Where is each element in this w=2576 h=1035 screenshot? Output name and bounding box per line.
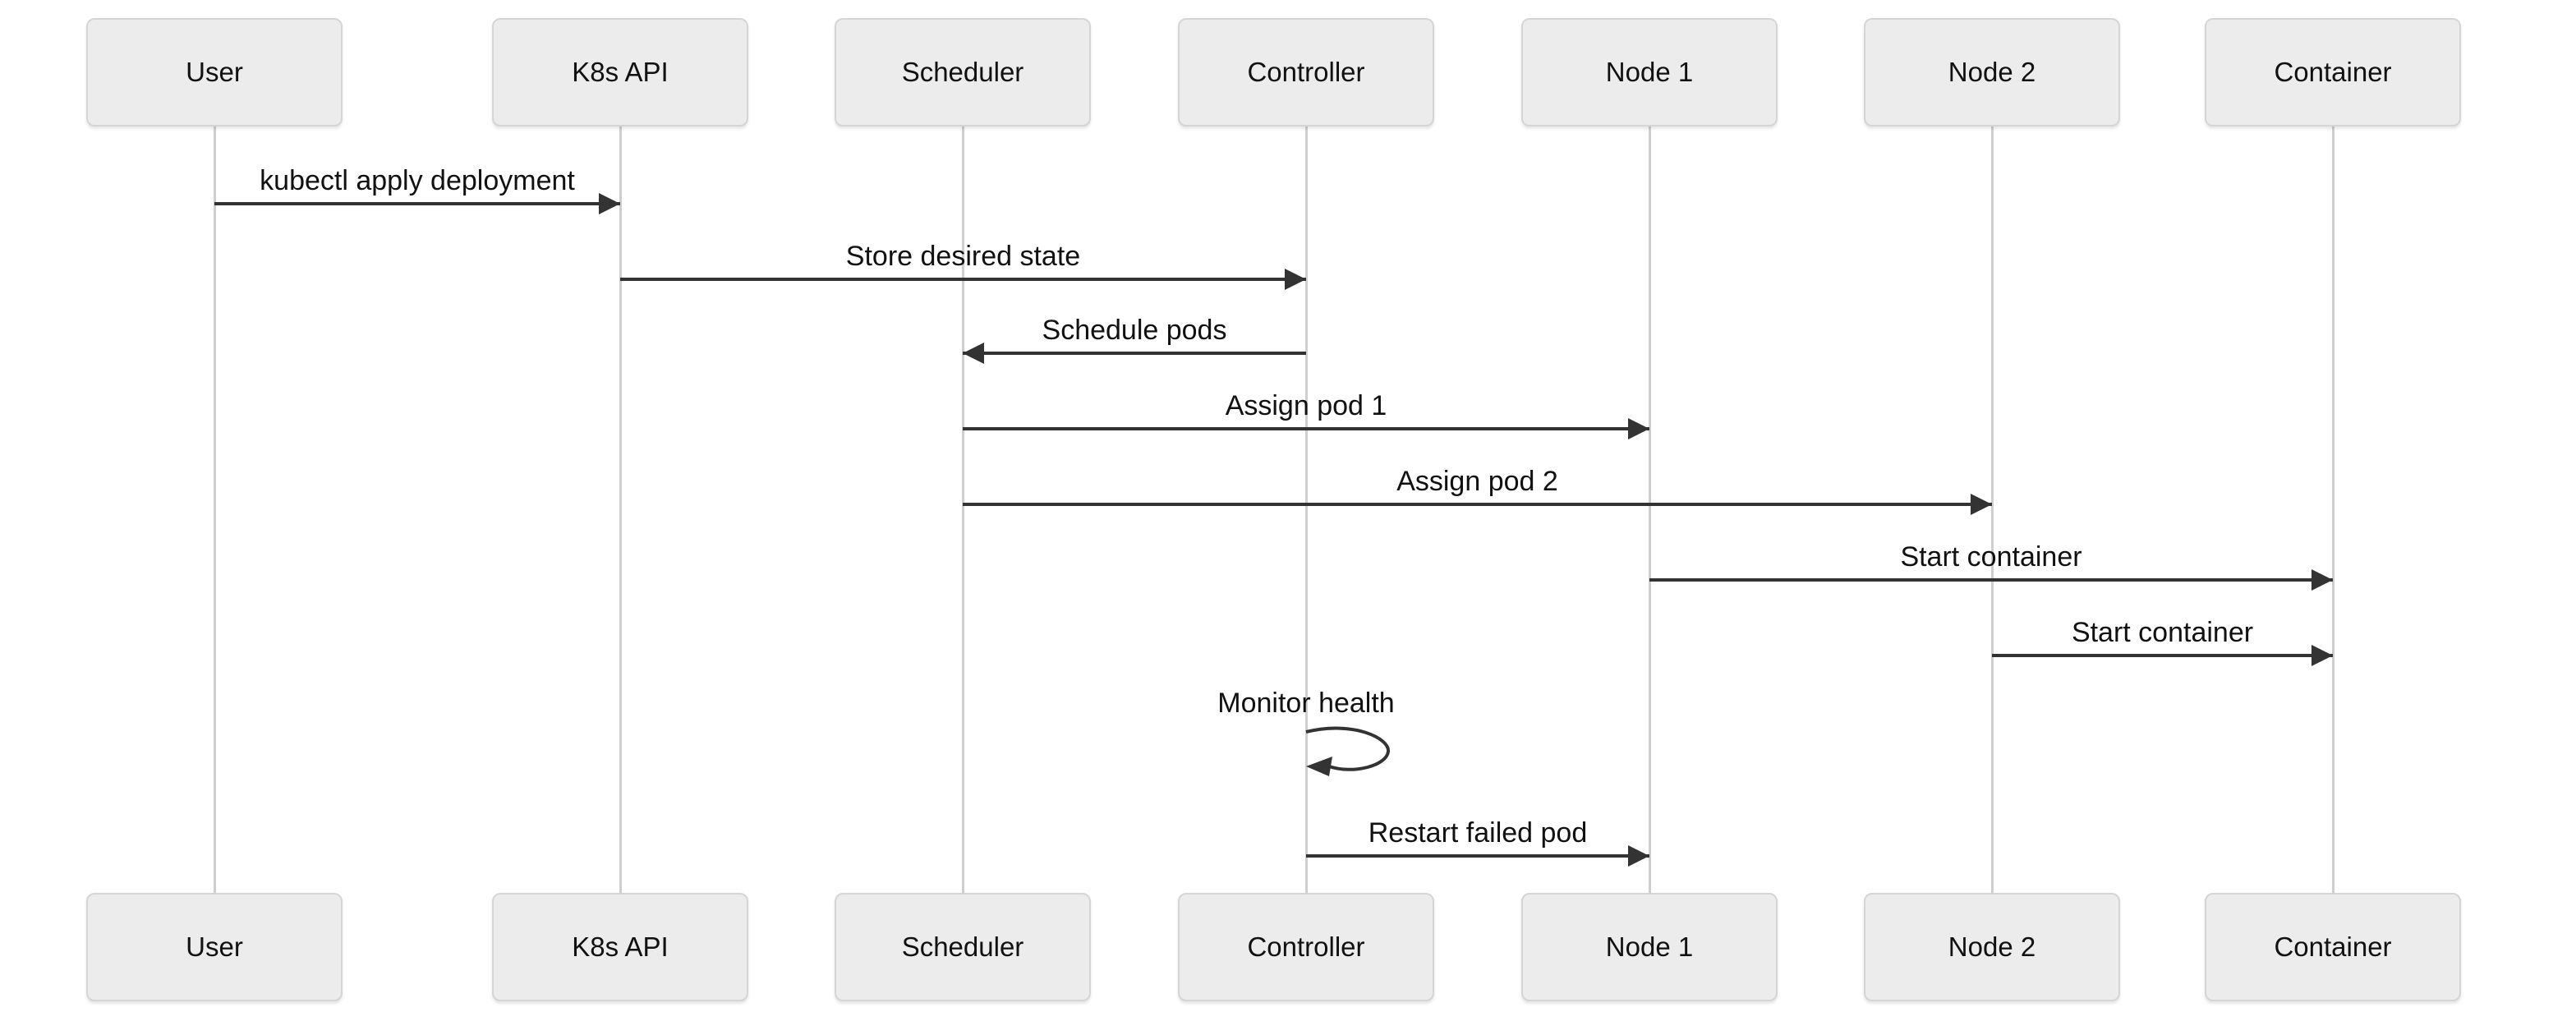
message-line <box>963 352 1306 355</box>
actor-label: K8s API <box>572 932 669 962</box>
lifeline-container <box>2332 125 2334 895</box>
actor-node-1-top: Node 1 <box>1521 18 1778 126</box>
message-kubectl-apply-deployment: kubectl apply deployment <box>214 164 620 214</box>
actor-label: Scheduler <box>901 932 1024 962</box>
actor-node-2-bottom: Node 2 <box>1864 893 2120 1001</box>
actor-container-bottom: Container <box>2205 893 2461 1001</box>
arrowhead-right-icon <box>2312 569 2333 591</box>
arrowhead-right-icon <box>1971 494 1992 515</box>
actor-label: Scheduler <box>901 57 1024 87</box>
message-monitor-health-label: Monitor health <box>1217 688 1395 719</box>
message-line <box>1649 578 2333 582</box>
arrowhead-right-icon <box>2312 645 2333 666</box>
arrowhead-right-icon <box>1628 418 1649 439</box>
message-label: Schedule pods <box>1042 315 1227 346</box>
actor-label: Container <box>2274 932 2392 962</box>
lifeline-user <box>214 125 216 895</box>
actor-label: User <box>186 57 243 87</box>
actor-scheduler-top: Scheduler <box>835 18 1091 126</box>
actor-k8s-api-bottom: K8s API <box>492 893 748 1001</box>
actor-container-top: Container <box>2205 18 2461 126</box>
arrowhead-right-icon <box>1285 269 1306 290</box>
message-line <box>963 427 1649 430</box>
actor-label: Node 2 <box>1948 57 2036 87</box>
message-store-desired-state: Store desired state <box>620 240 1306 290</box>
message-restart-failed-pod: Restart failed pod <box>1306 816 1649 867</box>
actor-user-top: User <box>86 18 343 126</box>
message-line <box>963 503 1992 506</box>
arrowhead-right-icon <box>599 193 620 214</box>
actor-node-2-top: Node 2 <box>1864 18 2120 126</box>
actor-label: Controller <box>1247 57 1365 87</box>
message-label: kubectl apply deployment <box>260 165 575 196</box>
message-schedule-pods: Schedule pods <box>963 314 1306 364</box>
lifeline-node-1 <box>1649 125 1651 895</box>
arrowhead-left-icon <box>963 343 984 364</box>
lifeline-node-2 <box>1991 125 1994 895</box>
message-label: Assign pod 1 <box>1225 390 1387 421</box>
message-line <box>214 202 620 205</box>
actor-scheduler-bottom: Scheduler <box>835 893 1091 1001</box>
message-line <box>1992 654 2333 657</box>
message-label: Start container <box>2071 617 2254 648</box>
actor-label: Node 1 <box>1605 57 1694 87</box>
self-loop-arrow-icon <box>1305 726 1390 776</box>
message-label: Store desired state <box>845 241 1081 272</box>
actor-label: Node 2 <box>1948 932 2036 962</box>
message-assign-pod-1: Assign pod 1 <box>963 389 1649 439</box>
actor-k8s-api-top: K8s API <box>492 18 748 126</box>
actor-label: Node 1 <box>1605 932 1694 962</box>
actor-label: User <box>186 932 243 962</box>
actor-label: Container <box>2274 57 2392 87</box>
actor-controller-top: Controller <box>1178 18 1434 126</box>
message-start-container-node-1: Start container <box>1649 540 2333 591</box>
message-line <box>1306 854 1649 858</box>
message-assign-pod-2: Assign pod 2 <box>963 465 1992 515</box>
lifeline-k8s-api <box>619 125 622 895</box>
arrowhead-right-icon <box>1628 845 1649 867</box>
actor-controller-bottom: Controller <box>1178 893 1434 1001</box>
message-label: Assign pod 2 <box>1396 466 1558 497</box>
actor-node-1-bottom: Node 1 <box>1521 893 1778 1001</box>
actor-label: Controller <box>1247 932 1365 962</box>
message-label: Start container <box>1900 541 2082 573</box>
message-line <box>620 278 1306 281</box>
lifeline-scheduler <box>962 125 964 895</box>
message-label: Restart failed pod <box>1368 817 1588 849</box>
message-start-container-node-2: Start container <box>1992 616 2333 666</box>
actor-label: K8s API <box>572 57 669 87</box>
lifeline-controller <box>1305 125 1308 895</box>
actor-user-bottom: User <box>86 893 343 1001</box>
